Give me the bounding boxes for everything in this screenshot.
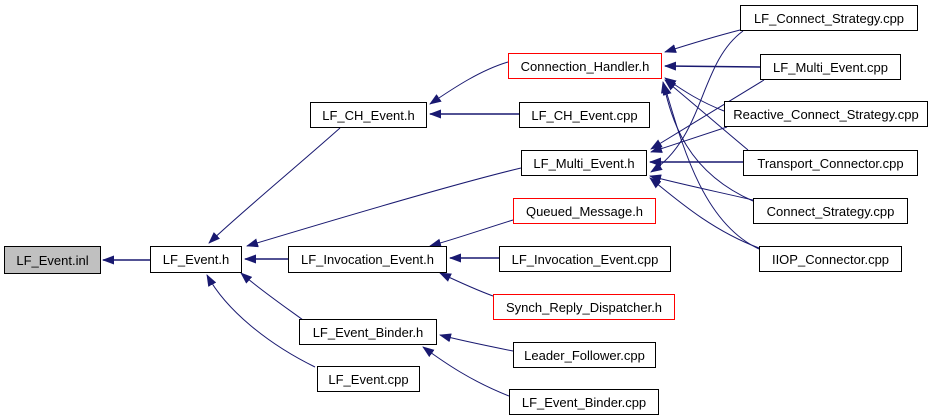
- graph-node-lf-invocation-event-cpp[interactable]: LF_Invocation_Event.cpp: [499, 246, 671, 272]
- edge-reactive-connect-strategy-cpp-to-connection-handler-h: [664, 77, 725, 112]
- graph-node-label: LF_Invocation_Event.h: [301, 252, 434, 267]
- graph-node-label: LF_Event.inl: [16, 252, 89, 268]
- edge-lf-multi-event-cpp-to-lf-multi-event-h: [650, 79, 765, 150]
- graph-node-label: Connection_Handler.h: [520, 58, 650, 74]
- graph-node-label: LF_CH_Event.cpp: [531, 107, 638, 123]
- graph-node-lf-multi-event-cpp[interactable]: LF_Multi_Event.cpp: [760, 54, 901, 80]
- graph-node-lf-multi-event-h[interactable]: LF_Multi_Event.h: [521, 150, 647, 176]
- edge-iiop-connector-cpp-to-lf-multi-event-h: [649, 177, 760, 249]
- graph-node-label: LF_Event_Binder.h: [312, 324, 424, 340]
- graph-node-lf-event-binder-cpp[interactable]: LF_Event_Binder.cpp: [509, 389, 659, 415]
- edge-connection-handler-h-to-lf-ch-event-h: [429, 61, 509, 105]
- graph-node-iiop-connector-cpp[interactable]: IIOP_Connector.cpp: [759, 246, 902, 272]
- graph-node-label: Queued_Message.h: [525, 203, 644, 219]
- edge-leader-follower-cpp-to-lf-event-binder-h: [439, 333, 514, 352]
- graph-node-label: Transport_Connector.cpp: [757, 155, 904, 171]
- edge-connect-strategy-cpp-to-connection-handler-h: [661, 81, 754, 202]
- graph-node-label: Synch_Reply_Dispatcher.h: [505, 299, 663, 315]
- edge-lf-event-cpp-to-lf-event-h: [206, 274, 316, 368]
- edge-queued-message-h-to-lf-invocation-event-h: [429, 219, 514, 248]
- graph-node-label: Leader_Follower.cpp: [524, 347, 645, 363]
- graph-node-label: LF_Multi_Event.cpp: [773, 59, 888, 75]
- graph-node-label: Connect_Strategy.cpp: [766, 203, 895, 219]
- edge-lf-multi-event-h-to-lf-event-h: [246, 167, 522, 248]
- edge-iiop-connector-cpp-to-connection-handler-h: [662, 83, 760, 250]
- graph-node-lf-invocation-event-h[interactable]: LF_Invocation_Event.h: [288, 246, 447, 273]
- graph-node-label: LF_Event.h: [162, 252, 230, 267]
- edge-transport-connector-cpp-to-connection-handler-h: [664, 79, 749, 151]
- edge-lf-event-binder-cpp-to-lf-event-binder-h: [422, 346, 510, 397]
- graph-node-connect-strategy-cpp[interactable]: Connect_Strategy.cpp: [753, 198, 908, 224]
- graph-node-label: LF_Invocation_Event.cpp: [511, 251, 659, 267]
- graph-node-lf-connect-strategy-cpp[interactable]: LF_Connect_Strategy.cpp: [740, 5, 918, 31]
- edge-lf-event-binder-h-to-lf-event-h: [240, 272, 304, 321]
- graph-node-lf-ch-event-h[interactable]: LF_CH_Event.h: [310, 102, 427, 128]
- graph-node-transport-connector-cpp[interactable]: Transport_Connector.cpp: [743, 150, 918, 176]
- edge-reactive-connect-strategy-cpp-to-lf-multi-event-h: [650, 126, 728, 153]
- graph-node-queued-message-h[interactable]: Queued_Message.h: [513, 198, 656, 224]
- graph-node-lf-ch-event-cpp[interactable]: LF_CH_Event.cpp: [519, 102, 650, 128]
- edge-lf-connect-strategy-cpp-to-connection-handler-h: [664, 29, 741, 53]
- graph-node-leader-follower-cpp[interactable]: Leader_Follower.cpp: [513, 342, 656, 368]
- graph-node-lf-event-binder-h[interactable]: LF_Event_Binder.h: [299, 319, 437, 345]
- graph-node-label: Reactive_Connect_Strategy.cpp: [733, 106, 919, 122]
- edge-lf-connect-strategy-cpp-to-lf-multi-event-h: [650, 30, 744, 173]
- edge-lf-multi-event-cpp-to-connection-handler-h: [664, 61, 761, 71]
- graph-node-lf-event-inl: LF_Event.inl: [4, 246, 101, 274]
- graph-node-label: IIOP_Connector.cpp: [771, 251, 890, 267]
- graph-node-label: LF_Multi_Event.h: [533, 155, 635, 171]
- edge-synch-reply-dispatcher-h-to-lf-invocation-event-h: [439, 272, 494, 297]
- graph-node-label: LF_Event_Binder.cpp: [521, 394, 647, 410]
- graph-node-connection-handler-h[interactable]: Connection_Handler.h: [508, 53, 662, 79]
- graph-node-label: LF_Event.cpp: [328, 371, 409, 387]
- edge-connect-strategy-cpp-to-lf-multi-event-h: [649, 174, 754, 201]
- graph-node-label: LF_Connect_Strategy.cpp: [753, 10, 905, 26]
- graph-node-reactive-connect-strategy-cpp[interactable]: Reactive_Connect_Strategy.cpp: [724, 101, 928, 127]
- graph-node-lf-event-h[interactable]: LF_Event.h: [150, 246, 242, 273]
- graph-node-lf-event-cpp[interactable]: LF_Event.cpp: [317, 366, 420, 392]
- graph-node-synch-reply-dispatcher-h[interactable]: Synch_Reply_Dispatcher.h: [493, 294, 675, 320]
- edge-lf-ch-event-h-to-lf-event-h: [208, 127, 341, 244]
- graph-node-label: LF_CH_Event.h: [322, 107, 415, 123]
